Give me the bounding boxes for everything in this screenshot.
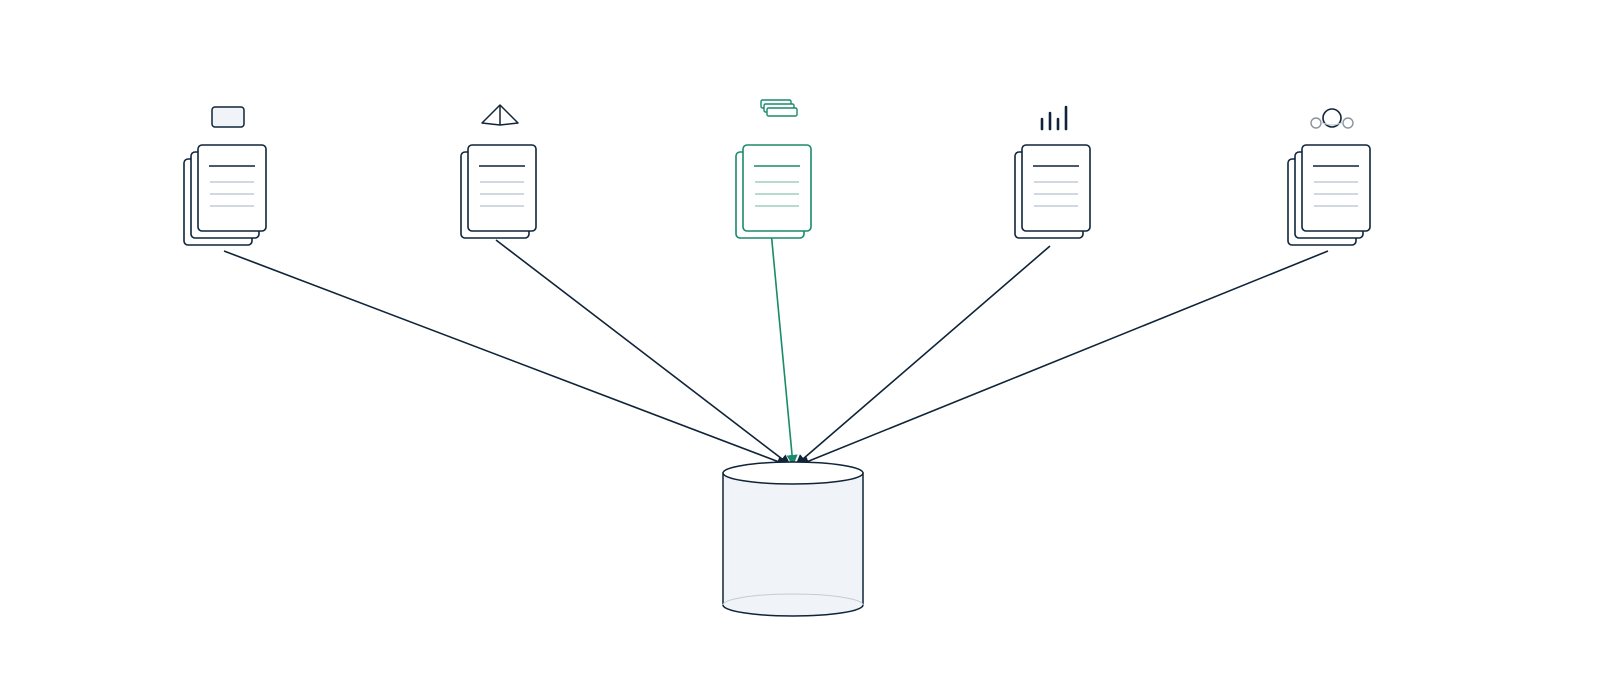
node-source-1[interactable] bbox=[183, 106, 267, 246]
document-page-front bbox=[742, 144, 812, 232]
edge-source-4-to-database bbox=[795, 245, 1051, 466]
database-body bbox=[722, 472, 864, 617]
paper-plane-icon bbox=[481, 104, 519, 126]
document-page-front bbox=[1301, 144, 1371, 232]
document-page-front bbox=[1021, 144, 1091, 232]
card-icon bbox=[211, 106, 245, 128]
database-cylinder-icon[interactable] bbox=[722, 461, 864, 617]
bar-chart-icon bbox=[1040, 105, 1068, 131]
node-source-5[interactable] bbox=[1287, 108, 1371, 246]
database-bottom-rim bbox=[722, 593, 864, 606]
database-top bbox=[722, 461, 864, 485]
document-page-front bbox=[467, 144, 537, 232]
edge-source-1-to-database bbox=[223, 250, 789, 467]
layers-icon bbox=[760, 99, 798, 117]
edges-group bbox=[223, 230, 1329, 467]
node-source-2[interactable] bbox=[460, 104, 537, 239]
edge-source-2-to-database bbox=[495, 239, 791, 466]
edge-source-5-to-database bbox=[797, 250, 1329, 467]
node-source-4[interactable] bbox=[1014, 105, 1091, 239]
edge-source-3-to-database bbox=[770, 230, 798, 467]
database-group bbox=[722, 461, 864, 617]
people-icon bbox=[1310, 108, 1354, 129]
nodes-group bbox=[183, 99, 1371, 246]
node-source-3[interactable] bbox=[735, 99, 812, 239]
document-page-front bbox=[197, 144, 267, 232]
